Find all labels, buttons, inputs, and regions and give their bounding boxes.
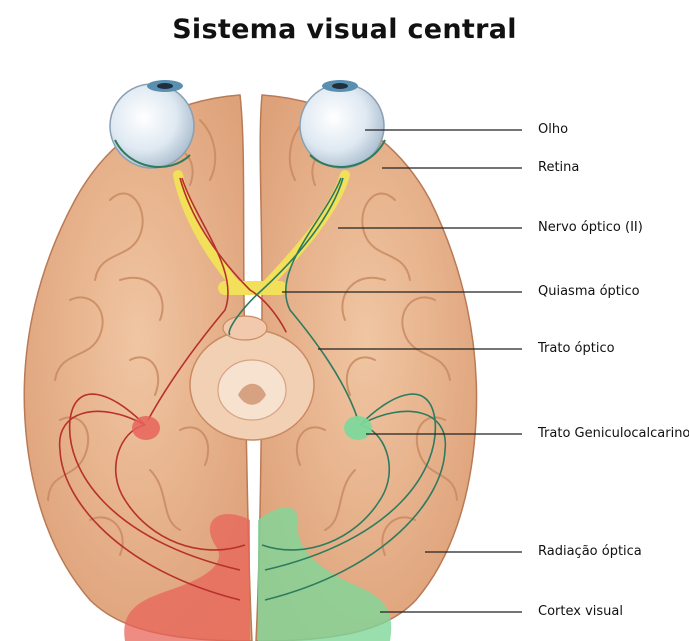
label-retina: Retina [538,160,579,176]
left-eye [110,80,194,168]
label-quiasma-optico: Quiasma óptico [538,284,640,300]
right-eye [300,80,385,168]
label-trato-geniculocalcarino: Trato Geniculocalcarino [538,426,689,442]
label-olho: Olho [538,122,568,138]
right-lgn [344,416,372,440]
label-nervo-optico: Nervo óptico (II) [538,220,643,236]
left-lgn [132,416,160,440]
label-trato-optico: Trato óptico [538,341,615,357]
label-radiacao-optica: Radiação óptica [538,544,642,560]
label-cortex-visual: Cortex visual [538,604,623,620]
